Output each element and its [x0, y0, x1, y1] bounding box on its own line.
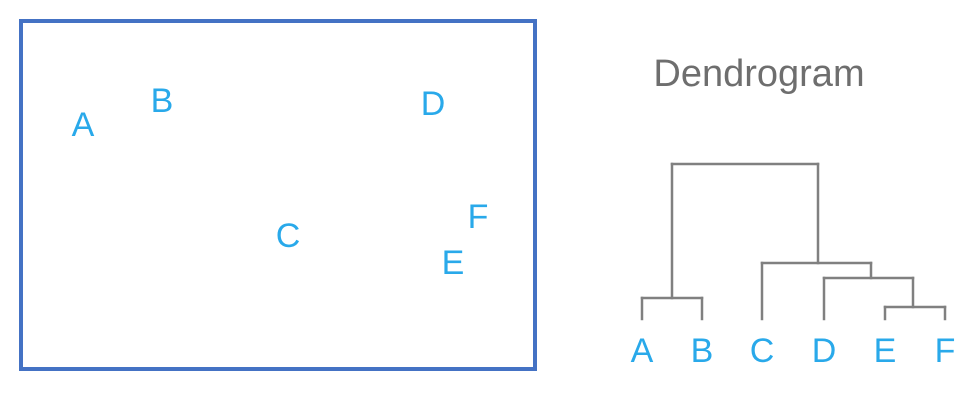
dendrogram-leaf-E: E [873, 332, 897, 370]
dendrogram-leaf-C: C [749, 332, 775, 370]
dendrogram-leaf-B: B [690, 332, 714, 370]
dendrogram-leaf-F: F [934, 332, 956, 370]
scatter-box [19, 19, 537, 371]
dendrogram-title: Dendrogram [653, 53, 865, 95]
dendrogram-leaf-D: D [811, 332, 837, 370]
dendrogram-leaf-A: A [630, 332, 654, 370]
